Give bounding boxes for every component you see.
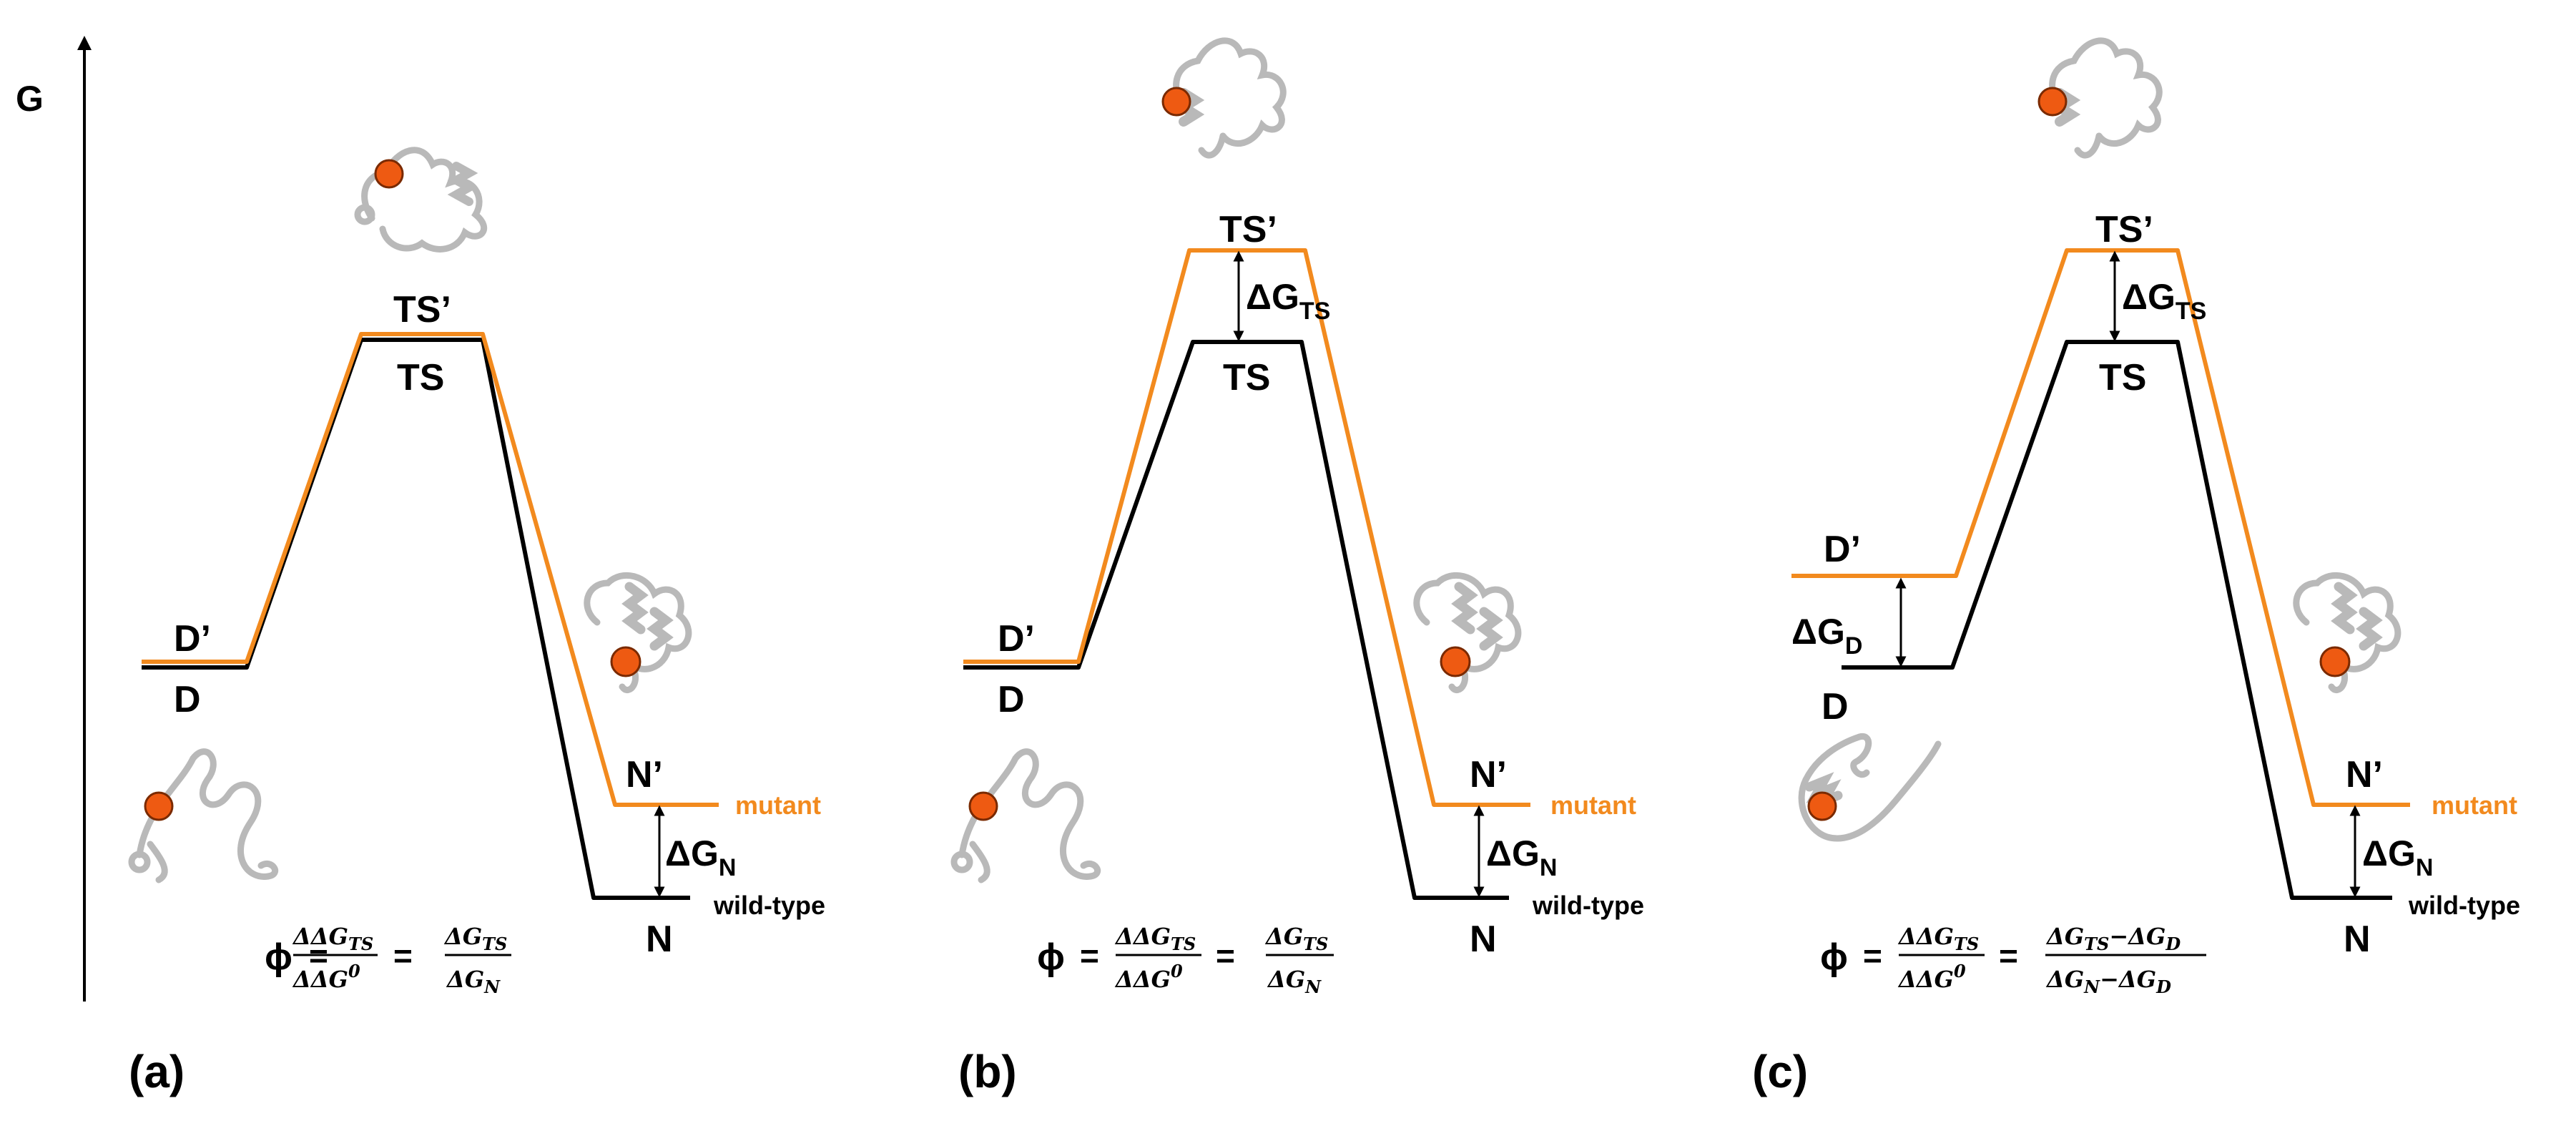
delta-g-ts-label: ΔGTS: [1246, 277, 1330, 325]
panel-label-c: (c): [1752, 1046, 1808, 1097]
phi-formula: ϕ = ΔΔGTS ΔΔG0 = ΔGTS ΔGN: [1037, 923, 1334, 997]
svg-text:ΔGTS−ΔGD: ΔGTS−ΔGD: [2045, 923, 2181, 954]
state-label-d: D: [998, 679, 1025, 720]
svg-text:ϕ: ϕ: [265, 936, 292, 978]
mutated-residue-icon: [1440, 646, 1471, 677]
state-label-n: N: [1470, 919, 1497, 960]
unfolded-protein-icon: [1798, 733, 1942, 842]
state-label-ts: TS: [397, 357, 444, 398]
wild-type-label: wild-type: [2408, 891, 2520, 920]
svg-text:ΔΔGTS: ΔΔGTS: [1897, 923, 1979, 954]
mutant-path: [1791, 248, 2410, 807]
mutated-residue-icon: [968, 791, 998, 821]
panel-label-a: (a): [129, 1046, 185, 1097]
delta-g-n-label: ΔGN: [2362, 833, 2433, 881]
svg-text:ϕ: ϕ: [1037, 936, 1065, 978]
state-label-d-mutant: D’: [998, 618, 1035, 660]
native-protein-icon: [2293, 572, 2402, 693]
state-label-d: D: [174, 679, 201, 720]
svg-text:ΔGN: ΔGN: [1267, 966, 1322, 997]
state-label-n: N: [2344, 919, 2371, 960]
state-label-ts-mutant: TS’: [2095, 209, 2153, 250]
mutant-label: mutant: [1550, 790, 1636, 820]
svg-text:ϕ: ϕ: [1820, 936, 1848, 978]
svg-text:=: =: [1080, 937, 1099, 974]
y-axis-label: G: [16, 79, 44, 119]
state-label-d-mutant: D’: [174, 618, 211, 660]
unfolded-protein-icon: [950, 748, 1101, 883]
delta-g-ts-label: ΔGTS: [2122, 277, 2206, 325]
wild-type-path: [963, 340, 1509, 900]
svg-text:=: =: [393, 937, 413, 974]
transition-state-protein-icon: [1173, 37, 1287, 159]
state-label-d: D: [1822, 686, 1849, 728]
panel-label-b: (b): [958, 1046, 1017, 1097]
svg-text:ΔΔGTS: ΔΔGTS: [292, 923, 373, 954]
svg-text:ΔGTS: ΔGTS: [443, 923, 507, 954]
panel-a: D’ D TS’ TS N’ N mutant wild-type ΔGN: [128, 147, 825, 1097]
panel-b: D’ D TS’ TS N’ N mutant wild-type ΔGTS Δ…: [950, 37, 1644, 1097]
mutated-residue-icon: [374, 159, 404, 189]
mutated-residue-icon: [610, 646, 641, 677]
mutated-residue-icon: [1161, 87, 1191, 117]
wild-type-label: wild-type: [713, 891, 825, 920]
wild-type-label: wild-type: [1532, 891, 1644, 920]
wild-type-path: [1842, 340, 2392, 900]
state-label-n-mutant: N’: [2346, 754, 2383, 795]
wild-type-path: [142, 338, 690, 900]
state-label-ts-mutant: TS’: [1219, 209, 1277, 250]
state-label-ts-mutant: TS’: [393, 289, 451, 330]
delta-g-n-label: ΔGN: [665, 833, 736, 881]
svg-text:ΔGN: ΔGN: [446, 966, 501, 997]
delta-g-n-label: ΔGN: [1486, 833, 1557, 881]
mutant-path: [963, 248, 1530, 807]
transition-state-protein-icon: [354, 147, 488, 253]
mutant-path: [142, 332, 719, 807]
svg-text:=: =: [1216, 937, 1235, 974]
mutant-label: mutant: [2432, 790, 2517, 820]
svg-text:ΔΔG0: ΔΔG0: [292, 961, 360, 993]
state-label-n-mutant: N’: [1470, 754, 1507, 795]
mutated-residue-icon: [144, 791, 174, 821]
native-protein-icon: [584, 572, 692, 693]
svg-text:ΔGN−ΔGD: ΔGN−ΔGD: [2045, 966, 2171, 997]
mutated-residue-icon: [2037, 87, 2068, 117]
svg-text:ΔΔGTS: ΔΔGTS: [1114, 923, 1196, 954]
svg-text:ΔΔG0: ΔΔG0: [1897, 961, 1966, 993]
unfolded-protein-icon: [128, 748, 279, 883]
state-label-d-mutant: D’: [1824, 529, 1861, 570]
mutated-residue-icon: [2319, 646, 2351, 677]
phi-formula: ϕ = ΔΔGTS ΔΔG0 = ΔGTS−ΔGD ΔGN−ΔGD: [1820, 923, 2206, 997]
transition-state-protein-icon: [2049, 37, 2163, 159]
phi-formula: ϕ = ΔΔGTS ΔΔG0 = ΔGTS ΔGN: [265, 923, 511, 997]
panel-c: D’ D TS’ TS N’ N mutant wild-type ΔGD ΔG…: [1752, 37, 2520, 1097]
mutant-label: mutant: [735, 790, 821, 820]
state-label-ts: TS: [2099, 357, 2146, 398]
state-label-n-mutant: N’: [626, 754, 663, 795]
mutated-residue-icon: [1807, 791, 1837, 821]
state-label-ts: TS: [1223, 357, 1270, 398]
svg-text:=: =: [1863, 937, 1882, 974]
state-label-n: N: [646, 919, 673, 960]
svg-text:ΔΔG0: ΔΔG0: [1114, 961, 1183, 993]
svg-text:=: =: [1999, 937, 2018, 974]
svg-text:ΔGTS: ΔGTS: [1264, 923, 1328, 954]
native-protein-icon: [1413, 572, 1522, 693]
delta-g-d-label: ΔGD: [1791, 612, 1862, 660]
